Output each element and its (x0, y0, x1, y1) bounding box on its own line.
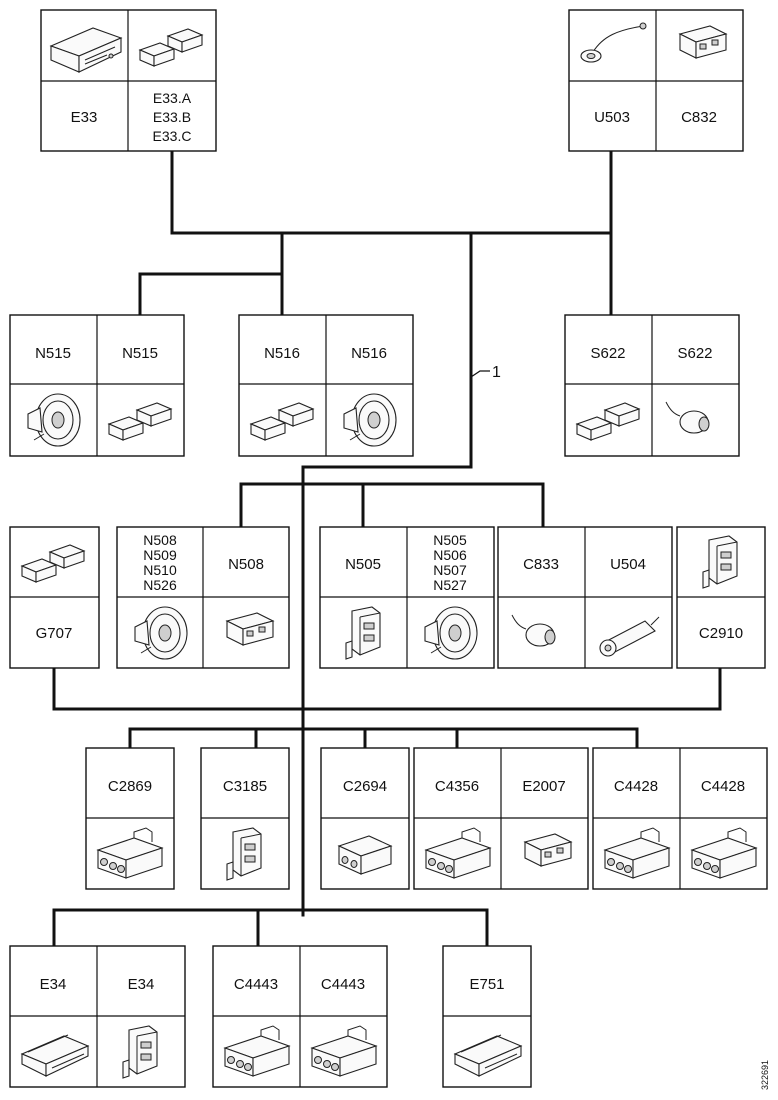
component-box-n516: N516 N516 (238, 314, 414, 457)
document-id: 322691 (760, 1060, 770, 1090)
label-c4428-a: C4428 (614, 778, 658, 795)
label-s622-b: S622 (677, 345, 712, 362)
component-box-c2694: C2694 (320, 747, 410, 890)
label-c4443-b: C4443 (321, 976, 365, 993)
component-box-c2910: C2910 (676, 526, 766, 669)
component-box-u503: U503 C832 (568, 9, 744, 152)
component-box-n508: N508 N509 N510 N526 N508 (116, 526, 290, 669)
label-c2869: C2869 (108, 778, 152, 795)
component-box-c3185: C3185 (200, 747, 290, 890)
label-e33b: E33.B (153, 109, 191, 125)
component-box-e751: E751 (442, 945, 532, 1088)
label-n515-b: N515 (122, 345, 158, 362)
component-box-c4356: C4356 E2007 (413, 747, 589, 890)
component-box-s622: S622 S622 (564, 314, 740, 457)
label-g707: G707 (36, 625, 73, 642)
component-box-c4428: C4428 C4428 (592, 747, 768, 890)
component-box-c833: C833 U504 (497, 526, 673, 669)
label-n526: N526 (143, 577, 177, 593)
label-c832: C832 (681, 109, 717, 126)
label-n516-b: N516 (351, 345, 387, 362)
label-n505-b: N505 (433, 532, 467, 548)
label-c2910: C2910 (699, 625, 743, 642)
label-n527: N527 (433, 577, 467, 593)
component-box-g707: G707 (9, 526, 100, 669)
callout-label: 1 (492, 364, 501, 381)
label-n516-a: N516 (264, 345, 300, 362)
harness-wires (52, 151, 722, 947)
label-e34-a: E34 (40, 976, 67, 993)
label-c833: C833 (523, 556, 559, 573)
label-e33a: E33.A (153, 90, 192, 106)
label-c4428-b: C4428 (701, 778, 745, 795)
component-box-e34: E34 E34 (9, 945, 186, 1088)
label-n507: N507 (433, 562, 467, 578)
label-e2007: E2007 (522, 778, 565, 795)
label-e33: E33 (71, 109, 98, 126)
label-n506: N506 (433, 547, 467, 563)
component-box-n505: N505 N505 N506 N507 N527 (319, 526, 495, 669)
label-n510: N510 (143, 562, 177, 578)
label-e34-b: E34 (128, 976, 155, 993)
label-n515-a: N515 (35, 345, 71, 362)
label-c3185: C3185 (223, 778, 267, 795)
label-n509: N509 (143, 547, 177, 563)
component-box-n515: N515 N515 (9, 314, 185, 457)
label-c2694: C2694 (343, 778, 387, 795)
label-e33c: E33.C (153, 128, 192, 144)
label-s622-a: S622 (590, 345, 625, 362)
callout-leader (470, 370, 490, 378)
label-e751: E751 (469, 976, 504, 993)
component-box-c2869: C2869 (85, 747, 175, 890)
label-n508-a: N508 (143, 532, 177, 548)
label-u504: U504 (610, 556, 646, 573)
label-u503: U503 (594, 109, 630, 126)
label-n508-b: N508 (228, 556, 264, 573)
label-c4443-a: C4443 (234, 976, 278, 993)
label-n505-a: N505 (345, 556, 381, 573)
component-box-e33: E33 E33.A E33.B E33.C (40, 9, 217, 152)
label-c4356: C4356 (435, 778, 479, 795)
component-box-c4443: C4443 C4443 (212, 945, 388, 1088)
